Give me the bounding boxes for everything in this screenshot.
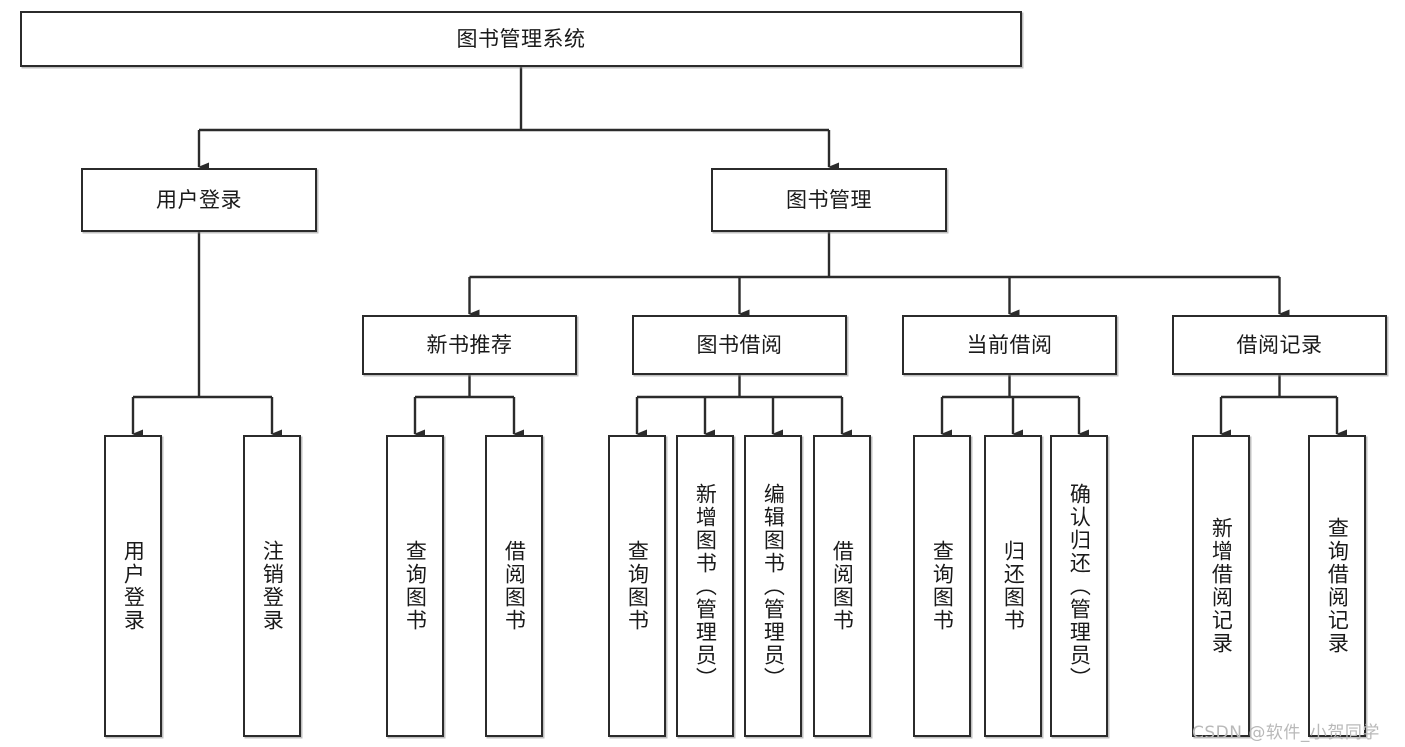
node-leaf-query-record-label: 查询借阅记录 bbox=[1325, 517, 1350, 655]
node-leaf-return-book-label: 归还图书 bbox=[1001, 540, 1026, 632]
node-leaf-query-record[interactable]: 查询借阅记录 bbox=[1308, 435, 1366, 737]
node-leaf-add-record-label: 新增借阅记录 bbox=[1209, 517, 1234, 655]
node-current-borrow-label: 当前借阅 bbox=[966, 332, 1053, 357]
node-leaf-query-book-cur-label: 查询图书 bbox=[930, 540, 955, 632]
node-current-borrow[interactable]: 当前借阅 bbox=[902, 315, 1117, 375]
csdn-watermark: CSDN @软件_小贺同学 bbox=[1192, 723, 1380, 743]
node-borrow-record[interactable]: 借阅记录 bbox=[1172, 315, 1387, 375]
node-user-login-label: 用户登录 bbox=[156, 187, 242, 212]
node-root-system-label: 图书管理系统 bbox=[456, 26, 586, 51]
node-book-manage-label: 图书管理 bbox=[786, 187, 872, 212]
node-leaf-query-book-rec-label: 查询图书 bbox=[403, 540, 428, 632]
node-leaf-user-login[interactable]: 用户登录 bbox=[104, 435, 162, 737]
node-leaf-borrow-book[interactable]: 借阅图书 bbox=[813, 435, 871, 737]
node-book-borrow[interactable]: 图书借阅 bbox=[632, 315, 847, 375]
node-leaf-borrow-book-label: 借阅图书 bbox=[830, 540, 855, 632]
node-leaf-query-book-rec[interactable]: 查询图书 bbox=[386, 435, 444, 737]
node-leaf-confirm-return[interactable]: 确认归还（管理员） bbox=[1050, 435, 1108, 737]
node-leaf-confirm-return-label: 确认归还（管理员） bbox=[1067, 482, 1092, 690]
node-leaf-logout[interactable]: 注销登录 bbox=[243, 435, 301, 737]
node-leaf-borrow-book-rec-label: 借阅图书 bbox=[502, 540, 527, 632]
node-leaf-add-book-label: 新增图书（管理员） bbox=[693, 482, 718, 690]
node-leaf-logout-label: 注销登录 bbox=[260, 540, 285, 632]
node-leaf-query-book-borrow-label: 查询图书 bbox=[625, 540, 650, 632]
node-leaf-add-book[interactable]: 新增图书（管理员） bbox=[676, 435, 734, 737]
node-book-manage[interactable]: 图书管理 bbox=[711, 168, 947, 232]
node-leaf-return-book[interactable]: 归还图书 bbox=[984, 435, 1042, 737]
node-leaf-user-login-label: 用户登录 bbox=[121, 540, 146, 632]
node-borrow-record-label: 借阅记录 bbox=[1236, 332, 1323, 357]
node-user-login[interactable]: 用户登录 bbox=[81, 168, 317, 232]
node-new-book-rec[interactable]: 新书推荐 bbox=[362, 315, 577, 375]
node-leaf-query-book-cur[interactable]: 查询图书 bbox=[913, 435, 971, 737]
node-book-borrow-label: 图书借阅 bbox=[696, 332, 783, 357]
node-leaf-borrow-book-rec[interactable]: 借阅图书 bbox=[485, 435, 543, 737]
node-leaf-edit-book[interactable]: 编辑图书（管理员） bbox=[744, 435, 802, 737]
node-leaf-edit-book-label: 编辑图书（管理员） bbox=[761, 482, 786, 690]
node-leaf-query-book-borrow[interactable]: 查询图书 bbox=[608, 435, 666, 737]
node-new-book-rec-label: 新书推荐 bbox=[426, 332, 513, 357]
node-root-system[interactable]: 图书管理系统 bbox=[20, 11, 1022, 67]
node-leaf-add-record[interactable]: 新增借阅记录 bbox=[1192, 435, 1250, 737]
